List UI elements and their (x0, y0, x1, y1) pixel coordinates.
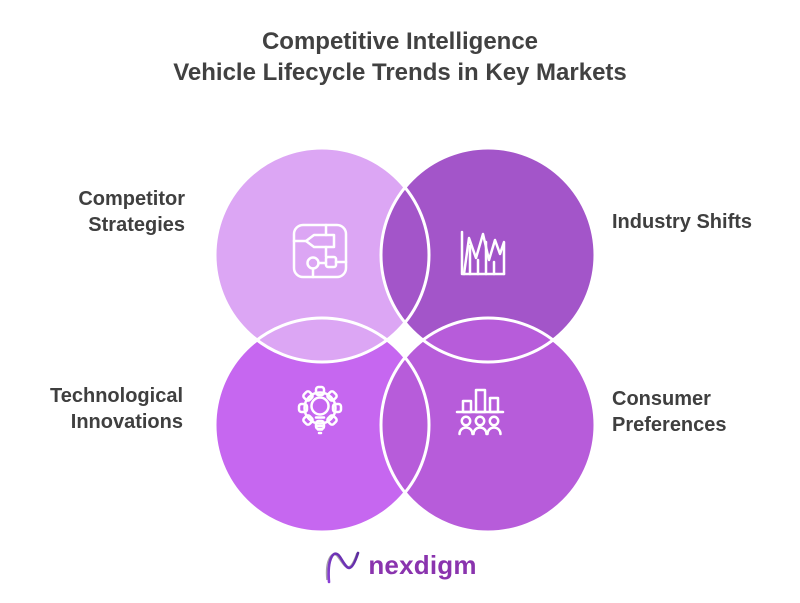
circle-outlines (213, 146, 597, 534)
page-title: Competitive Intelligence Vehicle Lifecyc… (0, 26, 800, 88)
title-line-2: Vehicle Lifecycle Trends in Key Markets (173, 59, 627, 86)
nexdigm-logo-mark (326, 551, 360, 584)
circle-competitor-strategies (215, 148, 429, 362)
spike-chart-icon (460, 230, 506, 276)
label-technological-innovations: Technological Innovations (50, 385, 183, 433)
label-industry-shifts: Industry Shifts (612, 211, 753, 233)
nexdigm-logo-text: nexdigm (368, 549, 477, 580)
label-consumer-preferences: Consumer Preferences (612, 388, 727, 436)
strategy-map-icon (292, 223, 348, 279)
label-competitor-strategies: Competitor Strategies (78, 188, 185, 236)
title-line-1: Competitive Intelligence (261, 28, 539, 55)
footer-logo: nexdigm (0, 544, 800, 586)
circle-consumer-preferences (381, 318, 595, 532)
gear-lightbulb-icon (297, 385, 343, 435)
bar-chart-people-icon (455, 388, 505, 436)
